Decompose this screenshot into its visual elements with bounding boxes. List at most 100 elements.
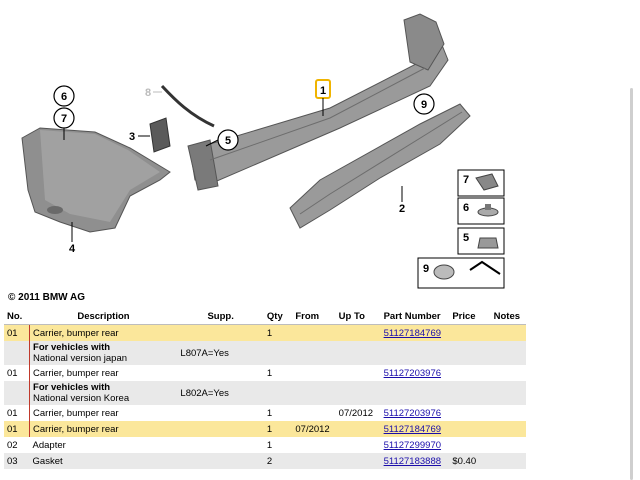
cell-qty: 1 [263, 421, 293, 437]
cell-notes [490, 421, 526, 437]
cell-price [449, 324, 491, 341]
cell-notes [490, 405, 526, 421]
part-number-link[interactable]: 51127184769 [383, 327, 442, 339]
table-row[interactable]: 02 Adapter 1 51127299970 [4, 437, 526, 453]
cell-qty: 1 [263, 324, 293, 341]
legend-7[interactable]: 7 [457, 169, 505, 197]
cell-notes [490, 453, 526, 469]
cell-supp: L807A=Yes [177, 341, 264, 365]
svg-text:2: 2 [399, 203, 405, 215]
svg-text:6: 6 [463, 202, 469, 214]
cell-up-to [335, 324, 381, 341]
cell-no: 03 [4, 453, 30, 469]
header-supp[interactable]: Supp. [177, 308, 264, 325]
header-part-number[interactable]: Part Number [380, 308, 450, 325]
svg-text:3: 3 [129, 131, 135, 143]
svg-text:9: 9 [421, 99, 427, 111]
part-number-link[interactable]: 51127183888 [383, 455, 442, 467]
callout-5[interactable]: 5 [217, 129, 239, 151]
header-up-to[interactable]: Up To [335, 308, 381, 325]
cell-supp [177, 421, 264, 437]
callout-7[interactable]: 7 [53, 107, 75, 129]
cell-no: 01 [4, 421, 30, 437]
header-price[interactable]: Price [449, 308, 491, 325]
part-number-link[interactable]: 51127203976 [383, 407, 442, 419]
cell-from: 07/2012 [292, 421, 336, 437]
cell-up-to [335, 437, 381, 453]
svg-text:5: 5 [225, 135, 231, 147]
cell-qty: 1 [263, 365, 293, 381]
part-1-carrier[interactable] [187, 13, 449, 191]
parts-diagram: 6 7 8 3 5 1 9 2 4 7 6 [21, 13, 505, 292]
legend-9[interactable]: 9 [417, 257, 505, 289]
cell-description: Carrier, bumper rear [29, 365, 178, 381]
cell-up-to: 07/2012 [335, 405, 381, 421]
part-number-link[interactable]: 51127203976 [383, 367, 442, 379]
cell-from [292, 365, 336, 381]
table-row[interactable]: 01 Carrier, bumper rear 1 51127184769 [4, 324, 526, 341]
cell-price: $0.40 [449, 453, 491, 469]
table-row[interactable]: 01 Carrier, bumper rear 1 07/2012 511272… [4, 405, 526, 421]
header-description[interactable]: Description [29, 308, 178, 325]
cell-qty: 1 [263, 437, 293, 453]
cell-price [449, 365, 491, 381]
part-3-gasket[interactable] [149, 117, 171, 153]
cell-notes [490, 324, 526, 341]
part-number-link[interactable]: 51127299970 [383, 439, 442, 451]
cell-supp [177, 405, 264, 421]
diagram-image-id: 289884 [471, 291, 498, 292]
svg-text:6: 6 [61, 91, 67, 103]
callout-6[interactable]: 6 [53, 85, 75, 107]
cell-from [292, 453, 336, 469]
cell-supp [177, 365, 264, 381]
table-row[interactable]: 03 Gasket 2 51127183888 $0.40 [4, 453, 526, 469]
header-notes[interactable]: Notes [490, 308, 526, 325]
table-note-row: For vehicles with National version japan… [4, 341, 526, 365]
cell-supp [177, 453, 264, 469]
svg-text:9: 9 [423, 263, 429, 275]
svg-text:4: 4 [69, 243, 76, 255]
legend-5[interactable]: 5 [457, 227, 505, 255]
part-number-link[interactable]: 51127184769 [383, 423, 442, 435]
cell-no: 01 [4, 405, 30, 421]
cell-description: Carrier, bumper rear [29, 405, 178, 421]
cell-from [292, 324, 336, 341]
callout-1-selected[interactable]: 1 [315, 79, 331, 99]
header-from[interactable]: From [292, 308, 336, 325]
svg-text:8: 8 [145, 87, 151, 99]
cell-up-to [335, 453, 381, 469]
svg-text:1: 1 [320, 85, 326, 97]
callout-9[interactable]: 9 [413, 93, 435, 115]
table-row[interactable]: 01 Carrier, bumper rear 1 07/2012 511271… [4, 421, 526, 437]
vertical-scrollbar[interactable] [630, 88, 633, 480]
callout-2[interactable]: 2 [399, 203, 405, 215]
note-text: National version Korea [33, 393, 130, 404]
header-no[interactable]: No. [4, 308, 30, 325]
cell-notes [490, 437, 526, 453]
note-title: For vehicles with [33, 342, 111, 353]
part-4-cover[interactable] [21, 127, 171, 233]
callout-4[interactable]: 4 [69, 243, 76, 255]
callout-8[interactable]: 8 [145, 87, 151, 99]
parts-table: No. Description Supp. Qty From Up To Par… [4, 308, 526, 469]
header-qty[interactable]: Qty [263, 308, 293, 325]
cell-price [449, 437, 491, 453]
cell-no: 01 [4, 365, 30, 381]
part-2-adapter[interactable] [289, 103, 471, 229]
legend-6[interactable]: 6 [457, 197, 505, 225]
cell-price [449, 421, 491, 437]
cell-up-to [335, 421, 381, 437]
cell-qty: 1 [263, 405, 293, 421]
table-row[interactable]: 01 Carrier, bumper rear 1 51127203976 [4, 365, 526, 381]
cell-description: Carrier, bumper rear [29, 421, 178, 437]
cell-price [449, 405, 491, 421]
cell-no: 01 [4, 324, 30, 341]
table-note-row: For vehicles with National version Korea… [4, 381, 526, 405]
note-title: For vehicles with [33, 382, 111, 393]
note-text: National version japan [33, 353, 128, 364]
cell-description: Gasket [29, 453, 178, 469]
callout-3[interactable]: 3 [129, 131, 135, 143]
cell-qty: 2 [263, 453, 293, 469]
part-8-hose[interactable] [160, 84, 215, 128]
cell-description: Carrier, bumper rear [29, 324, 178, 341]
